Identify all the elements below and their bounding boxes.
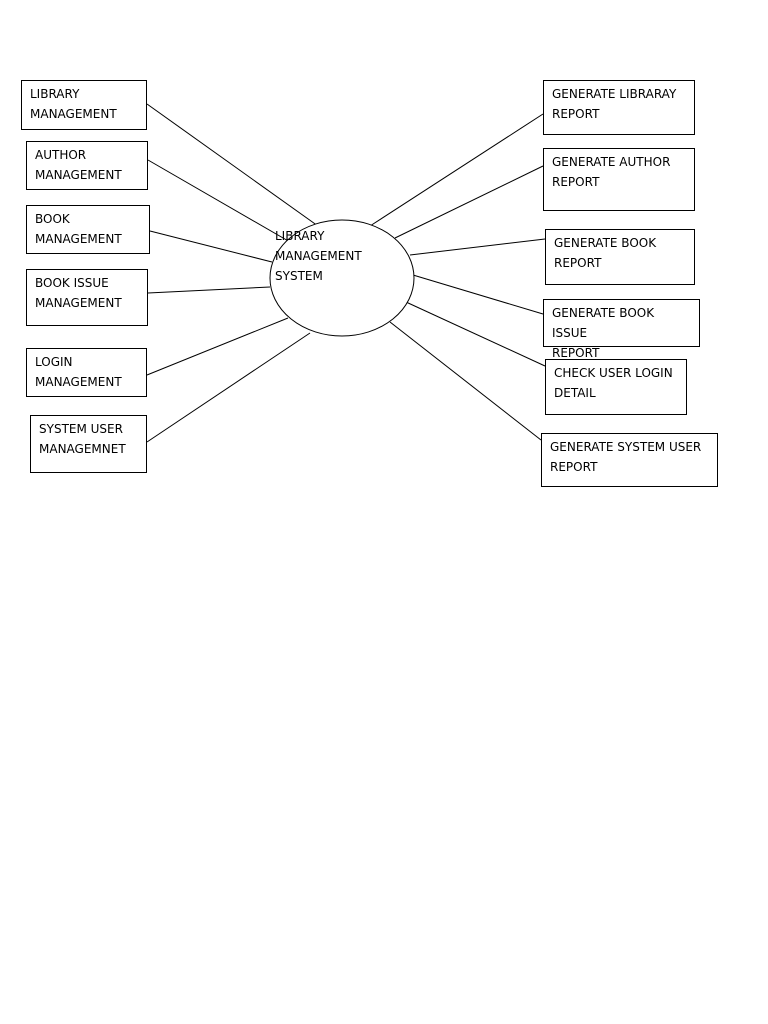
box-generate-author-report: GENERATE AUTHOR REPORT [543,148,695,211]
box-generate-book-issue-report: GENERATE BOOK ISSUE REPORT [543,299,700,360]
box-book-management: BOOK MANAGEMENT [26,205,150,254]
box-generate-book-report: GENERATE BOOK REPORT [545,229,695,285]
connector-generate-book-report [409,238,546,256]
box-generate-system-user-report: GENERATE SYSTEM USER REPORT [541,433,718,487]
connector-check-user-login [405,301,546,367]
connector-library-management [146,103,319,227]
connector-generate-author-report [394,165,544,239]
box-book-issue-management: BOOK ISSUE MANAGEMENT [26,269,148,326]
box-library-management: LIBRARY MANAGEMENT [21,80,147,130]
connector-book-issue-management [147,286,271,294]
connector-generate-library-report [369,113,544,227]
connector-author-management [147,159,291,243]
connector-login-management [146,317,289,376]
box-check-user-login-detail: CHECK USER LOGIN DETAIL [545,359,687,415]
box-system-user-management: SYSTEM USER MANAGEMNET [30,415,147,473]
box-author-management: AUTHOR MANAGEMENT [26,141,148,190]
central-process-ellipse [269,219,415,337]
central-process-label: LIBRARY MANAGEMENT SYSTEM [275,229,362,283]
box-generate-library-report: GENERATE LIBRARAY REPORT [543,80,695,135]
connector-generate-book-issue-report [412,274,544,315]
connector-generate-system-user-report [389,321,542,441]
box-login-management: LOGIN MANAGEMENT [26,348,147,397]
connector-system-user-management [146,332,311,443]
connector-book-management [149,230,273,263]
